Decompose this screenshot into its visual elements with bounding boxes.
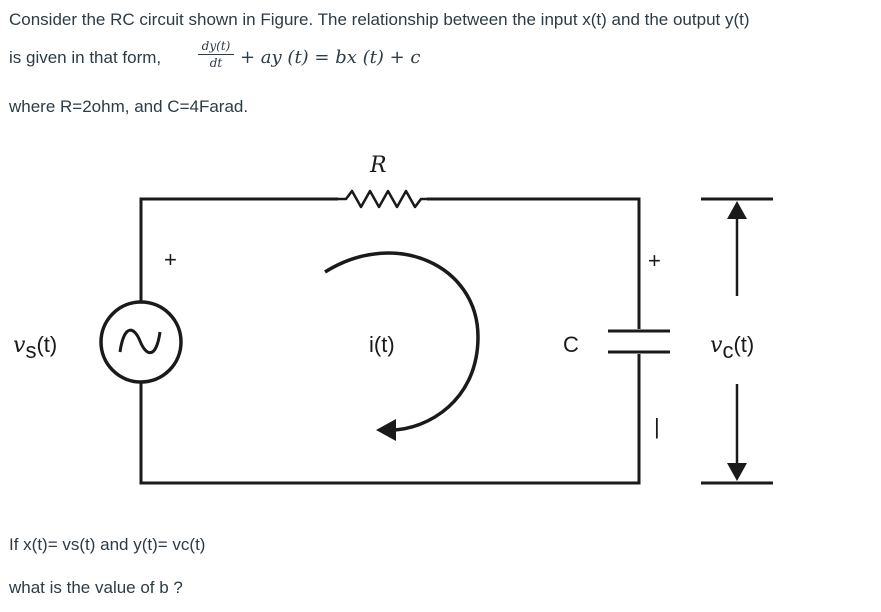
source-plus-sign: + <box>164 247 177 272</box>
capacitor-plus-sign: + <box>648 248 661 273</box>
output-voltage-label: vc(t) <box>710 332 754 363</box>
question-line-2: is given in that form, <box>9 48 162 67</box>
question-line-5: what is the value of b ? <box>9 578 183 597</box>
equation-fraction: dy(t) dt <box>198 39 234 70</box>
source-label-main: v <box>13 333 26 358</box>
sine-wave-icon <box>118 328 162 355</box>
question-line-4: If x(t)= vs(t) and y(t)= vc(t) <box>9 535 206 554</box>
capacitor-minus-sign: | <box>654 414 660 439</box>
question-line-3: where R=2ohm, and C=4Farad. <box>9 97 249 116</box>
source-label-sub: s <box>25 338 36 363</box>
output-arrowhead-up <box>727 201 747 219</box>
output-label-main: v <box>710 333 723 358</box>
current-label: i(t) <box>369 332 395 357</box>
fraction-numerator: dy(t) <box>198 39 234 55</box>
fraction-denominator: dt <box>209 56 223 70</box>
source-voltage-label: vs(t) <box>13 332 57 363</box>
equation-rest: + ay (t) = bx (t) + c <box>240 47 421 68</box>
output-label-sub: c <box>722 338 733 363</box>
top-left-wire <box>139 197 338 302</box>
resistor-zigzag <box>338 189 427 209</box>
output-label-arg: (t) <box>733 332 754 357</box>
resistor-label: R <box>369 153 387 178</box>
capacitor-label: C <box>563 332 579 357</box>
bottom-wire <box>139 354 641 485</box>
question-line-1: Consider the RC circuit shown in Figure.… <box>9 10 750 29</box>
source-label-arg: (t) <box>36 332 57 357</box>
output-arrowhead-down <box>727 463 747 481</box>
current-arc <box>324 251 480 432</box>
top-right-wire <box>427 197 641 329</box>
current-arrowhead <box>376 419 396 441</box>
